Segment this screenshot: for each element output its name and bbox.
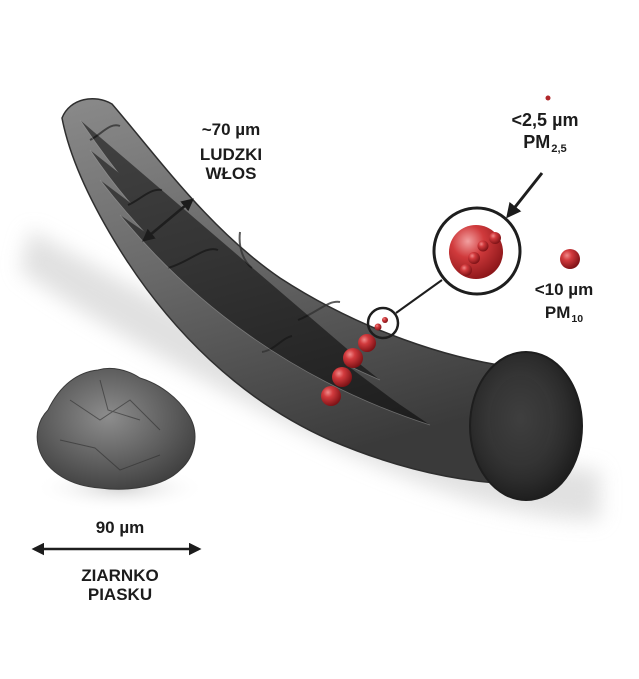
pm10-subscript: 10	[571, 312, 584, 325]
sand-grain	[36, 367, 196, 490]
pm-particle	[321, 386, 341, 406]
pm25-zoomed-particle	[468, 252, 480, 264]
hair-label: ~70 µm LUDZKI WŁOS	[186, 120, 276, 183]
pm25-zoomed-particle	[460, 264, 472, 276]
hair-name-line1: LUDZKI	[199, 145, 263, 165]
pm25-sample-dot	[545, 95, 551, 101]
pm-particle	[332, 367, 352, 387]
sand-size-label: 90 µm	[78, 518, 162, 537]
sand-facets	[59, 379, 161, 471]
sand-name-line2: PIASKU	[87, 585, 153, 605]
pm25-label: <2,5 µm PM2,5	[500, 110, 590, 156]
magnifier-small	[366, 306, 400, 340]
pm25-zoomed-particle	[477, 240, 489, 252]
pm25-size: <2,5 µm	[511, 110, 579, 130]
pm10-sample-particle	[560, 249, 580, 269]
pm25-name: PM2,5	[500, 132, 590, 156]
pm-particle	[343, 348, 363, 368]
hair-width-arrow	[142, 198, 194, 242]
hair-size: ~70 µm	[201, 120, 261, 139]
pm10-label: <10 µm PM10	[522, 280, 606, 325]
sand-size: 90 µm	[95, 518, 145, 537]
pm-particle	[358, 334, 376, 352]
pm25-subscript: 2,5	[551, 143, 567, 156]
hair-name-line2: WŁOS	[205, 164, 257, 184]
pm-particles-on-hair	[321, 334, 376, 406]
pm25-zoomed-particle	[489, 232, 501, 244]
magnifier-connector	[395, 279, 443, 314]
sand-name-label: ZIARNKO PIASKU	[66, 566, 174, 604]
pm10-abbr: PM	[544, 303, 571, 323]
pm10-size: <10 µm	[534, 280, 594, 299]
pm25-abbr: PM	[523, 132, 551, 153]
pm25-arrow	[506, 172, 544, 219]
pm10-name: PM10	[522, 303, 606, 325]
sand-name-line1: ZIARNKO	[81, 566, 159, 585]
